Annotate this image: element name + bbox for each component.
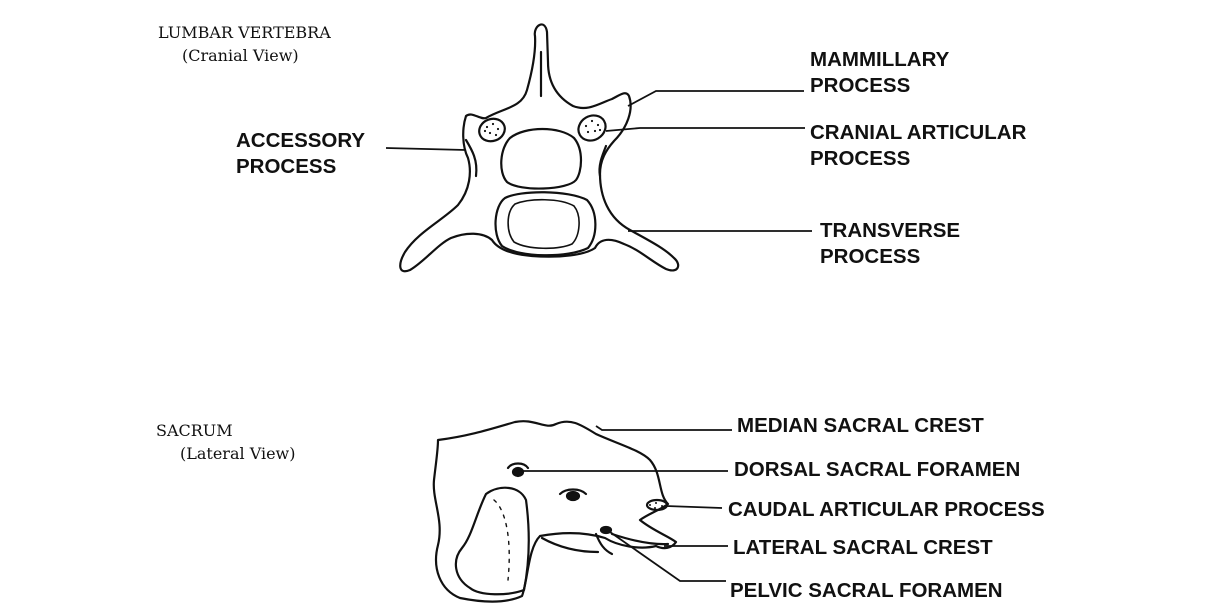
label-caudal-articular-process: CAUDAL ARTICULAR PROCESS (728, 498, 1045, 521)
vertebral-foramen (500, 128, 583, 190)
lumbar-title: LUMBAR VERTEBRA (158, 23, 331, 42)
sacrum-outline (432, 420, 678, 603)
label-median-sacral-crest: MEDIAN SACRAL CREST (737, 414, 984, 437)
sacral-wing-inner (493, 499, 510, 581)
accessory-process-left-line (464, 138, 478, 178)
label-lateral-sacral-crest: LATERAL SACRAL CREST (733, 536, 993, 559)
label-transverse-process: TRANSVERSE PROCESS (820, 218, 960, 270)
dorsal-sacral-foramen-hole (511, 466, 525, 478)
label-accessory-process: ACCESSORY PROCESS (236, 128, 365, 180)
second-dorsal-foramen (565, 490, 581, 502)
lumbar-subtitle: (Cranial View) (182, 46, 299, 65)
leader-caudal-articular (665, 505, 723, 509)
lumbar-vertebra-outline (399, 23, 680, 273)
pelvic-sacral-foramen-hole (599, 525, 613, 535)
dorsal-foramen-rim (506, 462, 530, 470)
lateral-sacral-crest-line (610, 532, 670, 546)
label-mammillary-process: MAMMILLARY PROCESS (810, 47, 949, 99)
pelvic-foramen-notch (594, 532, 614, 556)
label-line: PROCESS (820, 245, 921, 268)
second-dorsal-foramen-rim (558, 488, 588, 496)
leader-cranial-articular (605, 127, 805, 132)
label-line: MAMMILLARY (810, 48, 950, 71)
label-dorsal-sacral-foramen: DORSAL SACRAL FORAMEN (734, 458, 1021, 481)
caudal-articular-facet (645, 498, 669, 512)
label-line: PROCESS (810, 74, 911, 97)
label-line: PROCESS (810, 147, 911, 170)
vertebral-body-inner (507, 198, 580, 250)
vertebral-body (494, 191, 597, 257)
leader-accessory (385, 147, 467, 151)
accessory-process-right-line (598, 144, 608, 178)
leader-pelvic-foramen (609, 531, 726, 582)
sacrum-title: SACRUM (156, 421, 233, 440)
sacral-wing-surface (454, 486, 530, 596)
left-articular-facet (478, 117, 506, 143)
right-articular-facet (577, 114, 607, 142)
leader-median-crest (595, 425, 732, 431)
label-cranial-articular-process: CRANIAL ARTICULAR PROCESS (810, 120, 1026, 172)
label-line: PROCESS (236, 155, 337, 178)
sacrum-subtitle: (Lateral View) (180, 444, 296, 463)
label-line: CRANIAL ARTICULAR (810, 121, 1027, 144)
leader-mammillary (627, 90, 804, 107)
label-pelvic-sacral-foramen: PELVIC SACRAL FORAMEN (730, 579, 1003, 602)
ventral-ridge (540, 536, 600, 554)
label-line: TRANSVERSE (820, 219, 961, 242)
label-line: ACCESSORY (236, 129, 366, 152)
